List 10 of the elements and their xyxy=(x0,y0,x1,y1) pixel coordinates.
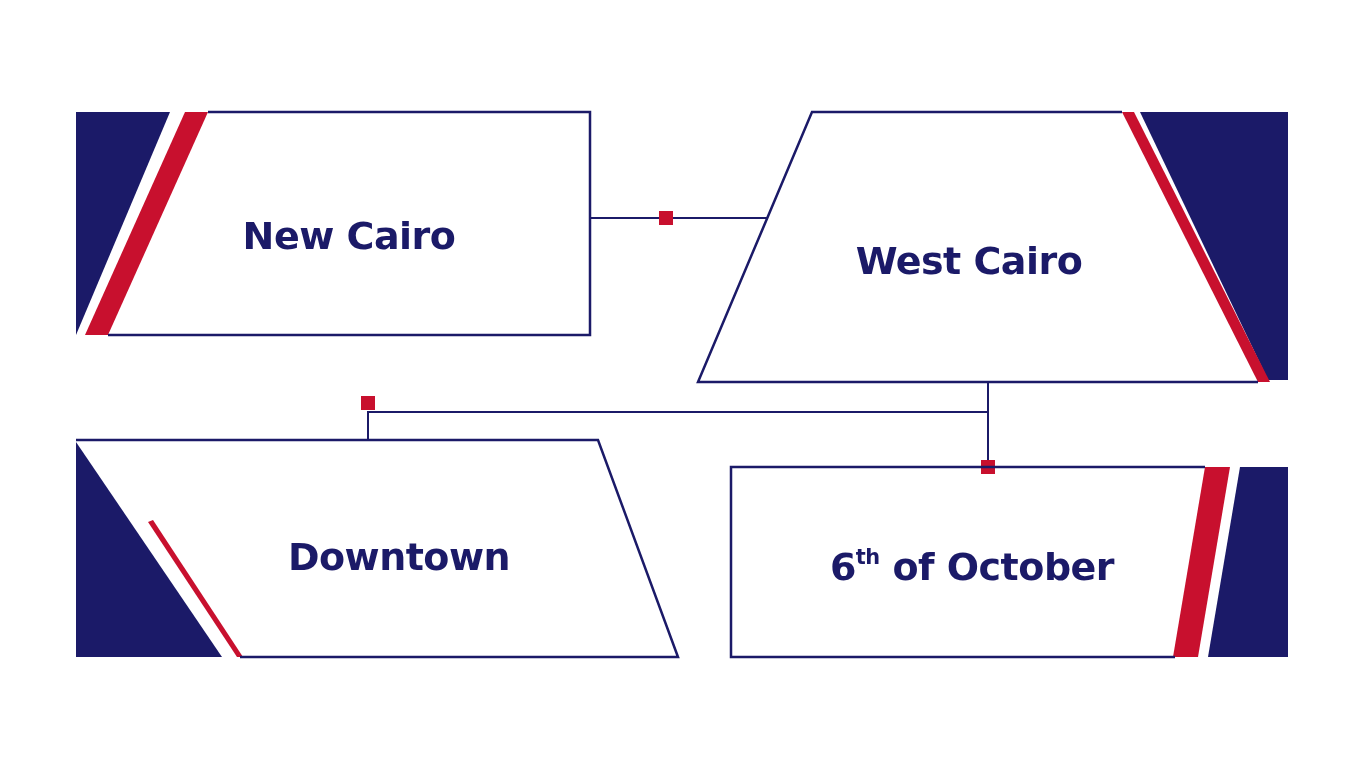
district-label: Downtown xyxy=(287,535,511,579)
district-label: West Cairo xyxy=(855,239,1083,283)
district-label: 6$^{th}$ of October xyxy=(829,545,1115,589)
district-label: New Cairo xyxy=(242,214,456,258)
district-panel xyxy=(76,440,678,657)
connector-line xyxy=(589,217,768,219)
district-panel xyxy=(76,112,590,335)
district-panel xyxy=(731,467,1288,657)
district-panel xyxy=(698,112,1288,382)
connector-line xyxy=(981,381,995,474)
